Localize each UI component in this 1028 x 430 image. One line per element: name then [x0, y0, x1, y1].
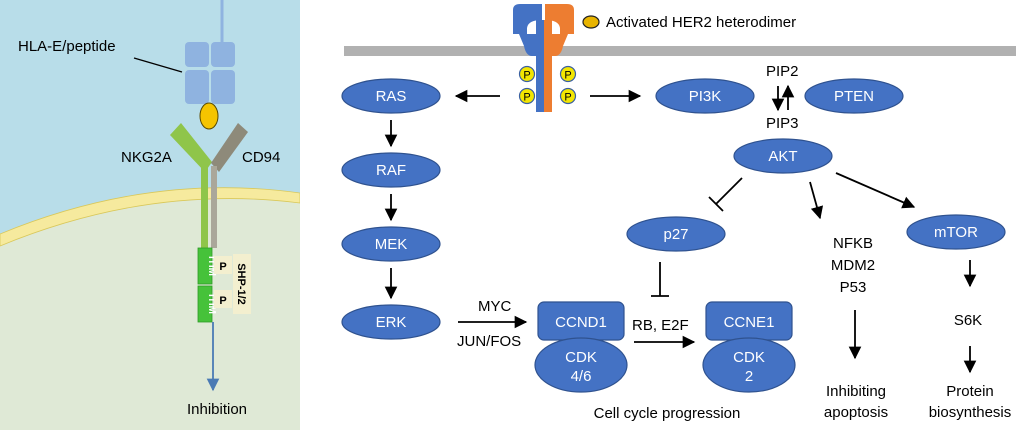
cd94-stalk [211, 166, 217, 248]
svg-text:P: P [523, 70, 530, 82]
cdk2-label: CDK [733, 349, 765, 366]
hla-e-domain [185, 42, 209, 67]
ccne1-label: CCNE1 [724, 314, 775, 331]
svg-text:MEK: MEK [375, 236, 408, 253]
mek-node: MEK [341, 226, 441, 262]
inhibit-akt-p27 [715, 177, 743, 205]
hla-e-domain [185, 70, 209, 104]
cdk46-label: 4/6 [571, 368, 592, 385]
p27-node: p27 [626, 216, 726, 252]
nfkb-label: NFKB [833, 235, 873, 252]
itim-motif [197, 285, 213, 323]
svg-text:ERK: ERK [376, 314, 407, 331]
hla-e-label: HLA-E/peptide [18, 38, 116, 55]
inhibition-label: Inhibition [187, 401, 247, 418]
pip2-label: PIP2 [766, 63, 799, 80]
erk-node: ERK [341, 304, 441, 340]
phosphate-label: P [219, 295, 226, 307]
rbe2f-label: RB, E2F [632, 317, 689, 334]
nkg2a-receptor [170, 123, 212, 172]
pathway-arrows [384, 84, 977, 374]
her2-heterodimer [513, 4, 574, 112]
her2-label: Activated HER2 heterodimer [606, 14, 796, 31]
svg-text:RAF: RAF [376, 162, 406, 179]
mdm2-label: MDM2 [831, 257, 875, 274]
ccnd1-label: CCND1 [555, 314, 607, 331]
phosphate-box [214, 290, 232, 308]
ras-node: RAS [341, 78, 441, 114]
svg-text:P: P [564, 70, 571, 82]
svg-text:p27: p27 [663, 226, 688, 243]
svg-text:AKT: AKT [768, 148, 797, 165]
ligand-dot [582, 15, 600, 29]
protein-biosynthesis-label: biosynthesis [929, 404, 1012, 421]
pip3-label: PIP3 [766, 115, 799, 132]
itim-label: ITIM [206, 294, 217, 314]
svg-text:P: P [564, 92, 571, 104]
phospho-sites: P P P P [518, 65, 577, 105]
shp-label: SHP-1/2 [235, 263, 247, 305]
arrow-akt-nfkb [809, 181, 824, 220]
hla-e-domain [211, 42, 235, 67]
s6k-label: S6K [954, 312, 982, 329]
cdk2-label: 2 [745, 368, 753, 385]
ccne1-cdk2-complex: CCNE1 CDK 2 [702, 301, 796, 393]
inhibiting-apoptosis-label: Inhibiting [826, 383, 886, 400]
cell-membrane [0, 187, 300, 247]
phosphate-box [214, 256, 232, 274]
svg-text:mTOR: mTOR [934, 224, 978, 241]
nk-cell-cytoplasm [0, 195, 300, 430]
nkg2a-stalk [201, 166, 208, 248]
myc-label: MYC [478, 298, 512, 315]
cell-cycle-label: Cell cycle progression [594, 405, 741, 422]
inhibiting-apoptosis-label: apoptosis [824, 404, 888, 421]
svg-text:PI3K: PI3K [689, 88, 722, 105]
cdk46-label: CDK [565, 349, 597, 366]
cd94-receptor [211, 123, 248, 172]
phosphate-label: P [219, 261, 226, 273]
svg-text:P: P [523, 92, 530, 104]
pten-node: PTEN [804, 78, 904, 114]
right-panel: Activated HER2 heterodimer P P P P RAS R… [341, 4, 1016, 422]
itim-motif [197, 247, 213, 285]
svg-text:RAS: RAS [376, 88, 407, 105]
protein-biosynthesis-label: Protein [946, 383, 994, 400]
p53-label: P53 [840, 279, 867, 296]
raf-node: RAF [341, 152, 441, 188]
left-panel: HLA-E/peptide NKG2A CD94 ITIM ITIM P P S… [0, 0, 300, 430]
junfos-label: JUN/FOS [457, 333, 521, 350]
pi3k-node: PI3K [655, 78, 755, 114]
akt-node: AKT [733, 138, 833, 174]
plasma-membrane [344, 46, 1016, 56]
svg-text:PTEN: PTEN [834, 88, 874, 105]
itim-label: ITIM [206, 256, 217, 276]
cd94-label: CD94 [242, 149, 280, 166]
nkg2a-label: NKG2A [121, 149, 172, 166]
shp-box [233, 254, 251, 314]
mtor-node: mTOR [906, 214, 1006, 250]
arrow-akt-mtor [835, 172, 916, 209]
hla-e-pointer [133, 57, 183, 73]
hla-e-domain [211, 70, 235, 104]
peptide [199, 102, 219, 130]
ccnd1-cdk46-complex: CCND1 CDK 4/6 [534, 301, 628, 393]
